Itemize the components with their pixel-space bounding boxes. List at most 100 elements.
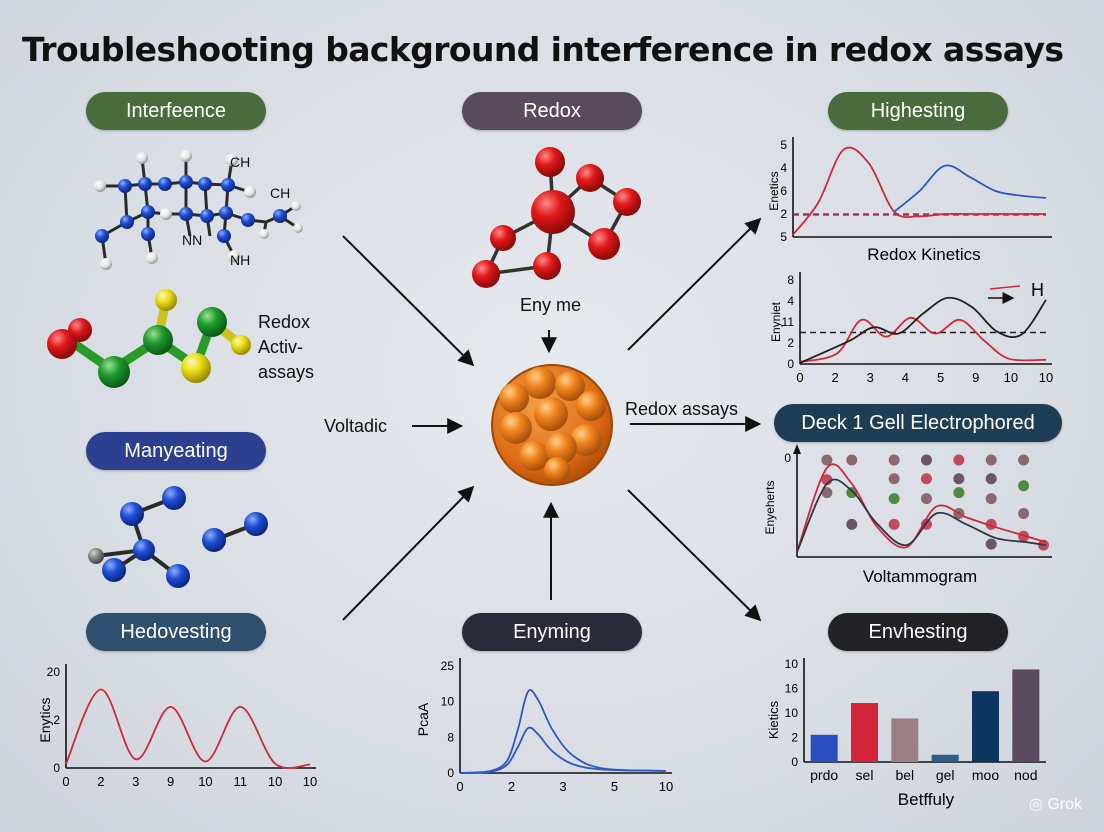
bar-sel bbox=[851, 703, 878, 762]
gel-band-dot bbox=[821, 487, 833, 499]
series-line-0 bbox=[799, 316, 1047, 363]
x-tick-label: prdo bbox=[810, 767, 838, 783]
x-tick-label: 9 bbox=[972, 370, 979, 385]
voltadic-label: Voltadic bbox=[324, 416, 388, 436]
molecule-label-nn: NN bbox=[182, 232, 203, 248]
gel-band-dot bbox=[821, 474, 833, 486]
arrow-hedovesting-to-center bbox=[342, 485, 475, 621]
y-tick-label: 10 bbox=[441, 695, 455, 709]
x-axis-label: Betffuly bbox=[898, 790, 955, 809]
y-tick-label: 2 bbox=[780, 207, 787, 221]
grok-watermark: ◎ Grok bbox=[1029, 794, 1082, 814]
pill-highesting: Highesting bbox=[828, 92, 1008, 130]
gel-band-dot bbox=[985, 454, 997, 466]
legend-label: H bbox=[1031, 280, 1044, 300]
chart-title: Redox Kinetics bbox=[867, 245, 980, 264]
gel-band-dot bbox=[985, 538, 997, 550]
x-tick-label: 10 bbox=[268, 774, 282, 789]
x-tick-label: 0 bbox=[796, 370, 803, 385]
y-axis-label: Enetics bbox=[767, 171, 781, 210]
series-line-1 bbox=[799, 296, 1047, 364]
redox-active-label: Redox Activ- assays bbox=[258, 310, 314, 385]
y-tick-label: 4 bbox=[787, 294, 794, 308]
series-line-1 bbox=[459, 726, 667, 774]
y-axis-arrow bbox=[793, 444, 801, 454]
flow-arrows bbox=[342, 217, 762, 622]
redox-active-molecule-icon bbox=[47, 289, 251, 388]
y-tick-label: 10 bbox=[785, 657, 799, 671]
legend-swatch-red bbox=[989, 285, 1021, 290]
pill-interference: Interfeence bbox=[86, 92, 266, 130]
redox-active-line-3: assays bbox=[258, 362, 315, 382]
watermark-text: Grok bbox=[1047, 796, 1082, 813]
molecule-label-ch-1: CH bbox=[230, 154, 251, 170]
gel-band-dot bbox=[920, 493, 932, 505]
y-tick-label: 2 bbox=[787, 336, 794, 350]
x-tick-label: 5 bbox=[611, 779, 618, 794]
pill-hedovesting: Hedovesting bbox=[86, 613, 266, 651]
y-tick-label: 2 bbox=[791, 731, 798, 745]
bar-gel bbox=[931, 754, 959, 762]
gel-band-dot bbox=[1018, 480, 1030, 492]
x-tick-label: 10 bbox=[198, 774, 212, 789]
arrow-center-to-envhesting bbox=[627, 489, 762, 622]
gel-band-dot bbox=[888, 493, 900, 505]
y-tick-label: 8 bbox=[447, 730, 454, 744]
x-tick-label: 11 bbox=[234, 774, 248, 789]
bar-prdo bbox=[810, 734, 838, 762]
chart-title: Voltammogram bbox=[863, 567, 977, 586]
y-tick-label: 5 bbox=[780, 138, 787, 152]
x-tick-label: 9 bbox=[167, 774, 174, 789]
y-tick-label: 10 bbox=[785, 706, 799, 720]
molecule-label-nh: NH bbox=[230, 252, 251, 268]
redox-active-line-1: Redox bbox=[258, 312, 311, 332]
y-tick-label: 0 bbox=[787, 357, 794, 371]
series-line-0 bbox=[792, 146, 1046, 236]
page-title: Troubleshooting background interference … bbox=[22, 30, 1064, 69]
redox-active-line-2: Activ- bbox=[258, 337, 303, 357]
gel-band-dot bbox=[1018, 507, 1030, 519]
bar-moo bbox=[972, 691, 999, 762]
series-line-1 bbox=[893, 164, 1047, 213]
y-tick-label: 0 bbox=[791, 755, 798, 769]
molecule-label-ch-2: CH bbox=[270, 185, 291, 201]
y-tick-label: 0 bbox=[784, 451, 791, 465]
pill-deck: Deck 1 Gell Electrophored bbox=[774, 404, 1062, 442]
enzyme-label: Eny me bbox=[520, 295, 582, 315]
x-tick-label: sel bbox=[856, 767, 874, 783]
y-tick-label: 5 bbox=[780, 230, 787, 244]
gel-band-dot bbox=[888, 518, 900, 530]
y-tick-label: 6 bbox=[780, 184, 787, 198]
y-tick-label: 25 bbox=[441, 659, 455, 673]
x-tick-label: 4 bbox=[902, 370, 909, 385]
gel-band-dot bbox=[846, 454, 858, 466]
pill-redox: Redox bbox=[462, 92, 642, 130]
x-tick-label: 3 bbox=[132, 774, 139, 789]
x-tick-label: 2 bbox=[832, 370, 839, 385]
x-tick-label: moo bbox=[972, 767, 999, 783]
bar-bel bbox=[891, 718, 919, 762]
pill-enyming: Enyming bbox=[462, 613, 642, 651]
x-tick-label: 3 bbox=[867, 370, 874, 385]
x-tick-label: 10 bbox=[1039, 370, 1053, 385]
watermark-icon: ◎ bbox=[1028, 796, 1048, 813]
gel-band-dot bbox=[953, 473, 965, 485]
y-tick-label: 2 bbox=[53, 713, 60, 727]
y-tick-label: 0 bbox=[53, 761, 60, 775]
series-line-0 bbox=[65, 688, 311, 769]
gel-band-dot bbox=[920, 473, 932, 485]
x-tick-label: 10 bbox=[659, 779, 673, 794]
y-tick-label: 0 bbox=[447, 766, 454, 780]
orange-bead-cluster-icon bbox=[491, 364, 613, 486]
pill-envhesting: Envhesting bbox=[828, 613, 1008, 651]
blue-molecule-icon bbox=[88, 486, 268, 588]
y-tick-label: 11 bbox=[782, 315, 795, 329]
y-axis-label: PcaA bbox=[415, 702, 431, 736]
y-tick-label: 16 bbox=[785, 682, 799, 696]
x-tick-label: 0 bbox=[456, 779, 463, 794]
x-tick-label: 10 bbox=[303, 774, 317, 789]
